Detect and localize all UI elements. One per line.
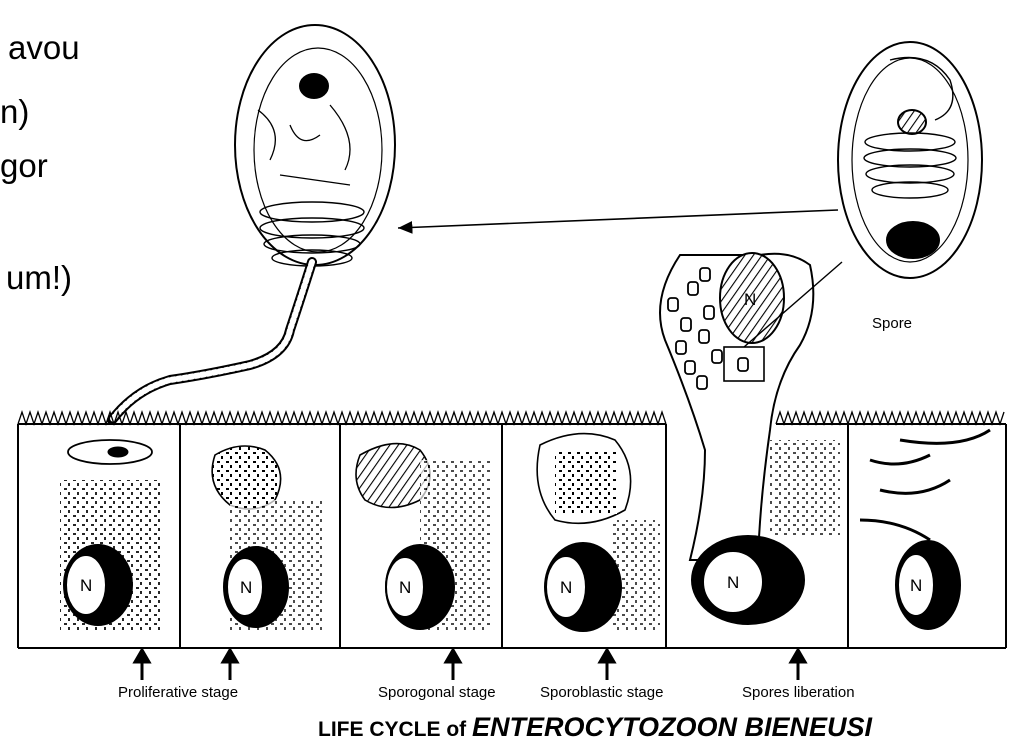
polar-tube xyxy=(112,262,312,420)
nucleus-label-1: N xyxy=(80,576,92,595)
stage-label-sporogonal: Sporogonal stage xyxy=(378,684,496,701)
spore-nucleus xyxy=(300,74,328,98)
nucleus-label-extruding: N xyxy=(744,290,756,309)
mature-spore-nucleus xyxy=(887,222,939,258)
mature-spore xyxy=(838,42,982,278)
stage-label-proliferative: Proliferative stage xyxy=(118,684,238,701)
spore-label: Spore xyxy=(872,315,912,332)
nucleus-label-3: N xyxy=(399,578,411,597)
arrow-spore-to-germination xyxy=(398,210,838,228)
title-prefix: LIFE CYCLE of xyxy=(318,718,466,741)
nucleus-label-5: N xyxy=(727,573,739,592)
germinating-spore xyxy=(235,25,395,266)
cell-contents xyxy=(60,430,990,630)
stage-arrows xyxy=(135,650,805,680)
stage-label-sporoblastic: Sporoblastic stage xyxy=(540,684,663,701)
nucleus-label-2: N xyxy=(240,578,252,597)
nucleus-label-4: N xyxy=(560,578,572,597)
nucleus-label-6: N xyxy=(910,576,922,595)
stage-label-spores-liberation: Spores liberation xyxy=(742,684,855,701)
nuclei xyxy=(64,536,960,631)
diagram-title: LIFE CYCLE of ENTEROCYTOZOON BIENEUSI xyxy=(318,712,872,743)
title-organism: ENTEROCYTOZOON BIENEUSI xyxy=(472,712,872,742)
epithelium xyxy=(18,412,1006,648)
